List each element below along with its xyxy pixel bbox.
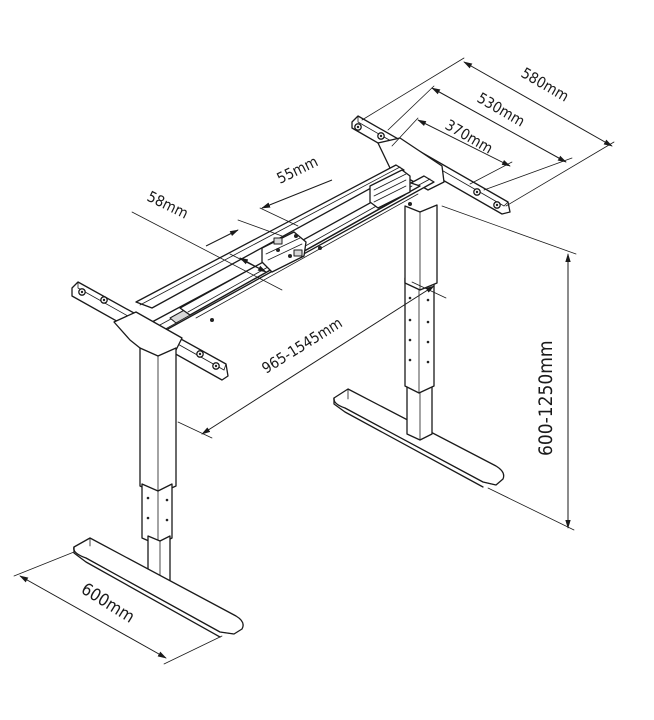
right-leg [333,204,505,488]
dim-530-label: 530mm [474,89,528,131]
dim-width-label: 965-1545mm [259,314,346,378]
dim-height-label: 600-1250mm [535,340,557,456]
cross-beam [135,164,435,333]
dim-580-label: 580mm [518,64,572,106]
dim-58-label: 58mm [144,187,191,222]
left-top-bracket [71,281,229,381]
dimension-height: 600-1250mm [441,205,577,531]
dim-370-label: 370mm [442,116,496,158]
dim-55-label: 55mm [274,152,321,187]
